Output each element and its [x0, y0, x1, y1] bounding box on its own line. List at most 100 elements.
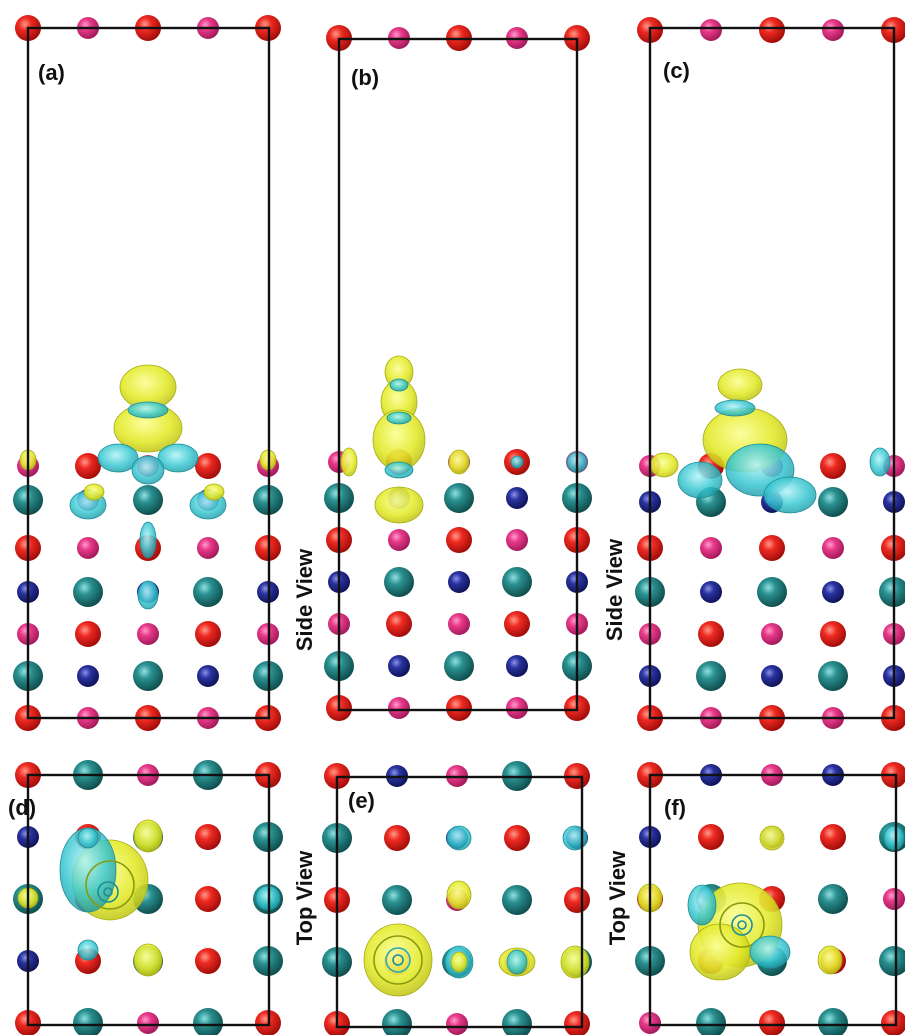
oxygen-atom	[195, 453, 221, 479]
charge-accumulation-lobe	[560, 945, 590, 979]
unit-cell-d	[26, 773, 271, 1027]
oxygen-atom	[698, 621, 724, 647]
charge-depletion-lobe	[137, 580, 159, 610]
magenta-atom	[761, 623, 783, 645]
oxygen-atom	[759, 535, 785, 561]
isosurface-layer	[17, 355, 905, 997]
charge-depletion-lobe	[510, 455, 524, 469]
charge-depletion-lobe	[562, 825, 588, 851]
oxygen-atom	[504, 825, 530, 851]
teal-atom	[133, 661, 163, 691]
oxygen-atom	[75, 621, 101, 647]
unit-cell-c	[648, 26, 896, 720]
charge-depletion-lobe	[131, 455, 165, 485]
oxygen-atom	[195, 824, 221, 850]
unit-cell-f	[648, 773, 898, 1027]
oxygen-atom	[504, 611, 530, 637]
isosurface-contour-ring	[373, 935, 423, 985]
teal-atom	[502, 1009, 532, 1035]
teal-atom	[818, 884, 848, 914]
teal-atom	[444, 651, 474, 681]
oxygen-atom	[881, 1010, 905, 1035]
charge-depletion-lobe	[763, 476, 817, 514]
oxygen-atom	[698, 824, 724, 850]
charge-depletion-lobe	[157, 443, 199, 473]
magenta-atom	[388, 529, 410, 551]
charge-depletion-lobe	[714, 399, 756, 417]
navy-atom	[77, 665, 99, 687]
oxygen-atom	[820, 824, 846, 850]
charge-depletion-lobe	[446, 825, 472, 851]
charge-depletion-lobe	[883, 825, 905, 851]
charge-depletion-lobe	[386, 411, 412, 425]
oxygen-atom	[386, 611, 412, 637]
oxygen-atom	[564, 887, 590, 913]
unit-cell-e	[335, 775, 584, 1029]
oxygen-atom	[759, 1010, 785, 1035]
charge-accumulation-lobe	[374, 486, 424, 524]
teal-atom	[818, 661, 848, 691]
unit-cell-b	[337, 37, 579, 712]
oxygen-atom	[384, 825, 410, 851]
magenta-atom	[822, 19, 844, 41]
oxygen-atom	[759, 17, 785, 43]
magenta-atom	[388, 697, 410, 719]
navy-atom	[388, 655, 410, 677]
charge-accumulation-lobe	[759, 825, 785, 851]
isosurface-contour-ring	[731, 914, 753, 936]
charge-depletion-lobe	[687, 884, 717, 926]
oxygen-atom	[446, 527, 472, 553]
magenta-atom	[197, 537, 219, 559]
isosurface-contour-ring	[85, 860, 135, 910]
charge-accumulation-lobe	[446, 880, 472, 910]
magenta-atom	[700, 537, 722, 559]
oxygen-atom	[195, 621, 221, 647]
charge-depletion-lobe	[506, 949, 528, 975]
magenta-atom	[137, 623, 159, 645]
charge-accumulation-lobe	[689, 923, 751, 981]
charge-depletion-lobe	[77, 939, 99, 961]
teal-atom	[879, 577, 905, 607]
oxygen-atom	[195, 948, 221, 974]
panel-label-e: (e)	[348, 788, 375, 813]
charge-depletion-lobe	[869, 447, 891, 477]
charge-accumulation-lobe	[717, 368, 763, 402]
teal-atom	[73, 577, 103, 607]
charge-depletion-lobe	[384, 461, 414, 479]
navy-atom	[822, 581, 844, 603]
oxygen-atom	[195, 886, 221, 912]
isosurface-contour-ring	[719, 902, 765, 948]
navy-atom	[506, 655, 528, 677]
teal-atom	[879, 946, 905, 976]
charge-depletion-lobe	[749, 935, 791, 969]
teal-atom	[818, 487, 848, 517]
magenta-atom	[883, 888, 905, 910]
side-view-label-2: Side View	[602, 538, 627, 641]
magenta-atom	[77, 537, 99, 559]
charge-depletion-lobe	[97, 443, 139, 473]
oxygen-atom	[820, 453, 846, 479]
teal-atom	[382, 885, 412, 915]
teal-atom	[444, 483, 474, 513]
teal-atom	[696, 661, 726, 691]
magenta-atom	[822, 537, 844, 559]
oxygen-atom	[820, 621, 846, 647]
charge-accumulation-lobe	[450, 951, 468, 973]
charge-accumulation-lobe	[817, 945, 843, 975]
oxygen-atom	[75, 453, 101, 479]
teal-atom	[696, 1008, 726, 1035]
teal-atom	[133, 485, 163, 515]
isosurface-contour-ring	[385, 947, 411, 973]
navy-atom	[700, 581, 722, 603]
charge-accumulation-lobe	[133, 819, 163, 853]
magenta-atom	[446, 1013, 468, 1035]
navy-atom	[761, 665, 783, 687]
oxygen-atom	[446, 695, 472, 721]
charge-accumulation-lobe	[649, 452, 679, 478]
teal-atom	[502, 567, 532, 597]
charge-depletion-lobe	[389, 378, 409, 392]
panel-label-a: (a)	[38, 60, 65, 85]
teal-atom	[73, 1008, 103, 1035]
top-view-label-1: Top View	[292, 850, 317, 945]
magenta-atom	[506, 529, 528, 551]
